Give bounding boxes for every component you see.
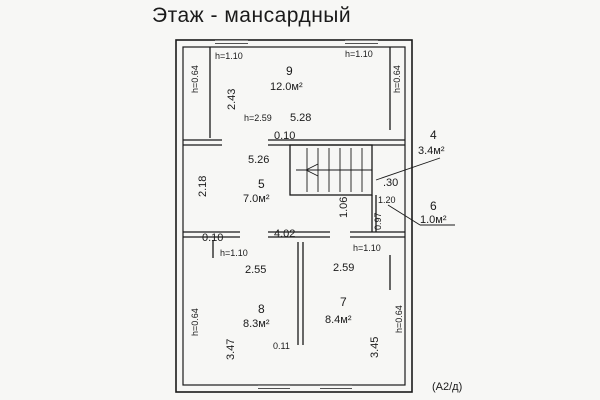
room-7-number: 7	[340, 295, 347, 309]
room-4-area: 3.4м²	[418, 145, 445, 157]
dim-097: 0.97	[373, 212, 383, 230]
height-ml: h=1.10	[220, 248, 248, 258]
plan-title: Этаж - мансардный	[152, 4, 351, 27]
dimension-labels: 2.43 5.28 0.10 5.26 2.18 1.06 1.20 0.97 …	[197, 89, 398, 360]
staircase	[296, 148, 372, 192]
room-7-area: 8.4м²	[325, 314, 352, 326]
room-labels: 9 12.0м² 5 7.0м² 4 3.4м² 6 1.0м² 8 8.3м²…	[243, 64, 447, 330]
dim-011: 0.11	[273, 341, 290, 351]
dim-010-top: 0.10	[274, 130, 295, 142]
partitions	[183, 47, 405, 345]
room-8-area: 8.3м²	[243, 318, 270, 330]
height-l: h=0.64	[190, 65, 200, 93]
height-tr: h=1.10	[345, 49, 373, 59]
dim-345: 3.45	[369, 337, 381, 358]
room-9-area: 12.0м²	[270, 81, 303, 93]
height-259: h=2.59	[244, 113, 272, 123]
height-tl: h=1.10	[215, 51, 243, 61]
room-5-number: 5	[258, 177, 265, 191]
room-6-area: 1.0м²	[420, 214, 447, 226]
dim-255: 2.55	[245, 264, 266, 276]
dim-526: 5.26	[248, 154, 269, 166]
room-5-area: 7.0м²	[243, 193, 270, 205]
dim-106: 1.06	[338, 197, 350, 218]
dim-120: 1.20	[378, 195, 396, 205]
dim-402: 4.02	[274, 228, 295, 240]
dim-030: .30	[383, 177, 398, 189]
height-r: h=0.64	[392, 65, 402, 93]
room-4-number: 4	[430, 128, 437, 142]
room-9-number: 9	[286, 64, 293, 78]
leaders	[375, 157, 455, 226]
dim-259: 2.59	[333, 262, 354, 274]
dim-243: 2.43	[226, 89, 238, 110]
dim-010-mid: 0.10	[202, 232, 223, 244]
height-bl: h=0.64	[190, 308, 200, 336]
sheet-label: (А2/д)	[432, 381, 462, 393]
window-marks	[215, 40, 378, 391]
room-6-number: 6	[430, 199, 437, 213]
window-lines	[215, 43, 378, 389]
dim-347: 3.47	[225, 339, 237, 360]
room-8-number: 8	[258, 302, 265, 316]
height-br: h=0.64	[394, 305, 404, 333]
dim-218: 2.18	[197, 176, 209, 197]
dim-528: 5.28	[290, 112, 311, 124]
height-labels: h=1.10 h=1.10 h=0.64 h=0.64 h=2.59 h=1.1…	[190, 49, 404, 336]
height-mr: h=1.10	[353, 243, 381, 253]
